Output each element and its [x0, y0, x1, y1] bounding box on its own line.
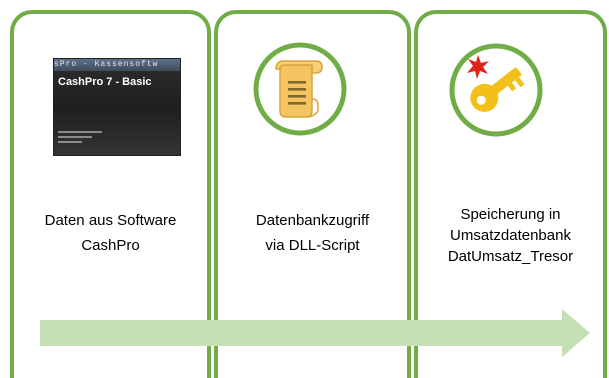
step-label-line: Speicherung in: [460, 206, 561, 223]
step-panel-storage: Speicherung in Umsatzdatenbank DatUmsatz…: [414, 10, 607, 378]
step-label: Speicherung in Umsatzdatenbank DatUmsatz…: [418, 204, 603, 267]
step-label: Daten aus Software CashPro: [14, 208, 207, 258]
document-scroll-icon: [252, 41, 348, 137]
step-label-line: via DLL-Script: [265, 237, 360, 254]
step-label: Datenbankzugriff via DLL-Script: [218, 208, 407, 258]
step-label-line: CashPro: [81, 237, 140, 254]
step-label-line: DatUmsatz_Tresor: [447, 248, 574, 265]
step-label-line: Datenbankzugriff: [255, 212, 370, 229]
cashpro-screenshot-thumbnail: sPro - Kassensoftw CashPro 7 - Basic: [54, 59, 180, 155]
screenshot-text-line: [58, 141, 82, 143]
screenshot-title: CashPro 7 - Basic: [58, 76, 152, 88]
flow-arrow: [40, 309, 590, 357]
screenshot-topbar: sPro - Kassensoftw: [54, 59, 180, 71]
key-icon: [448, 42, 544, 138]
screenshot-text-line: [58, 136, 92, 138]
step-panel-cashpro: sPro - Kassensoftw CashPro 7 - Basic Dat…: [10, 10, 211, 378]
step-label-line: Umsatzdatenbank: [450, 227, 571, 244]
step-label-line: Daten aus Software: [44, 212, 177, 229]
step-panel-database-access: Datenbankzugriff via DLL-Script: [214, 10, 411, 378]
screenshot-text-line: [58, 131, 102, 133]
